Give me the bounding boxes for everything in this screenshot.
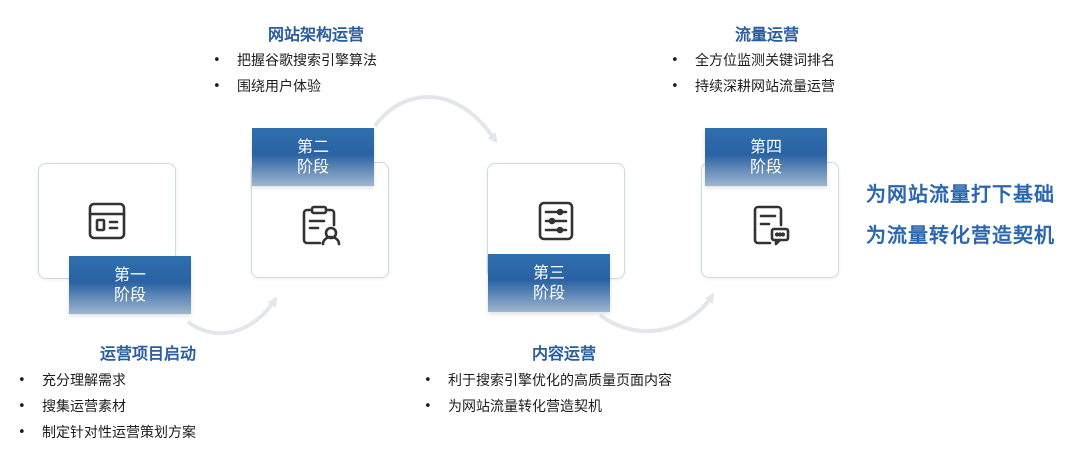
arrow-stage1-to-stage2 xyxy=(186,296,278,336)
arrow-stage2-to-stage3 xyxy=(373,95,498,144)
stage1-tag-label: 阶段 xyxy=(113,285,146,304)
stage3-title: 内容运营 xyxy=(532,344,597,363)
stage4-bullets: 全方位监测关键词排名 持续深耕网站流量运营 xyxy=(671,48,835,100)
list-item: 为网站流量转化营造契机 xyxy=(424,394,672,420)
list-item: 利于搜索引擎优化的高质量页面内容 xyxy=(424,368,672,394)
slogan-line-1: 为网站流量打下基础 xyxy=(866,182,1055,206)
stage2-tag-label: 阶段 xyxy=(296,157,329,176)
stage1-tag-number: 第一 xyxy=(113,265,146,284)
stage4-tag: 第四 阶段 xyxy=(705,128,827,186)
stage2-title: 网站架构运营 xyxy=(268,25,365,44)
stage3-tag-number: 第三 xyxy=(532,263,565,282)
list-item: 充分理解需求 xyxy=(18,368,196,394)
stage2-bullets: 把握谷歌搜索引擎算法 围绕用户体验 xyxy=(213,48,377,100)
stage1-bullets: 充分理解需求 搜集运营素材 制定针对性运营策划方案 xyxy=(18,368,196,446)
document-list-icon xyxy=(88,202,126,240)
stage3-tag-label: 阶段 xyxy=(532,283,565,302)
list-item: 制定针对性运营策划方案 xyxy=(18,420,196,446)
list-item: 持续深耕网站流量运营 xyxy=(671,74,835,100)
stage1-title: 运营项目启动 xyxy=(100,344,197,363)
list-item: 把握谷歌搜索引擎算法 xyxy=(213,48,377,74)
stage4-tag-number: 第四 xyxy=(749,137,782,156)
stage4-tag-label: 阶段 xyxy=(749,157,782,176)
checklist-icon xyxy=(538,201,574,241)
stage3-bullets: 利于搜索引擎优化的高质量页面内容 为网站流量转化营造契机 xyxy=(424,368,672,420)
stage2-tag: 第二 阶段 xyxy=(252,128,374,186)
list-item: 全方位监测关键词排名 xyxy=(671,48,835,74)
stage1-tag: 第一 阶段 xyxy=(69,256,191,314)
clipboard-user-icon xyxy=(302,205,341,245)
arrow-stage3-to-stage4 xyxy=(598,292,715,333)
slogan-line-2: 为流量转化营造契机 xyxy=(866,223,1055,247)
document-chat-icon xyxy=(753,205,790,245)
list-item: 搜集运营素材 xyxy=(18,394,196,420)
stage2-tag-number: 第二 xyxy=(296,137,329,156)
list-item: 围绕用户体验 xyxy=(213,74,377,100)
stage4-title: 流量运营 xyxy=(735,25,800,44)
stage3-tag: 第三 阶段 xyxy=(488,254,610,312)
